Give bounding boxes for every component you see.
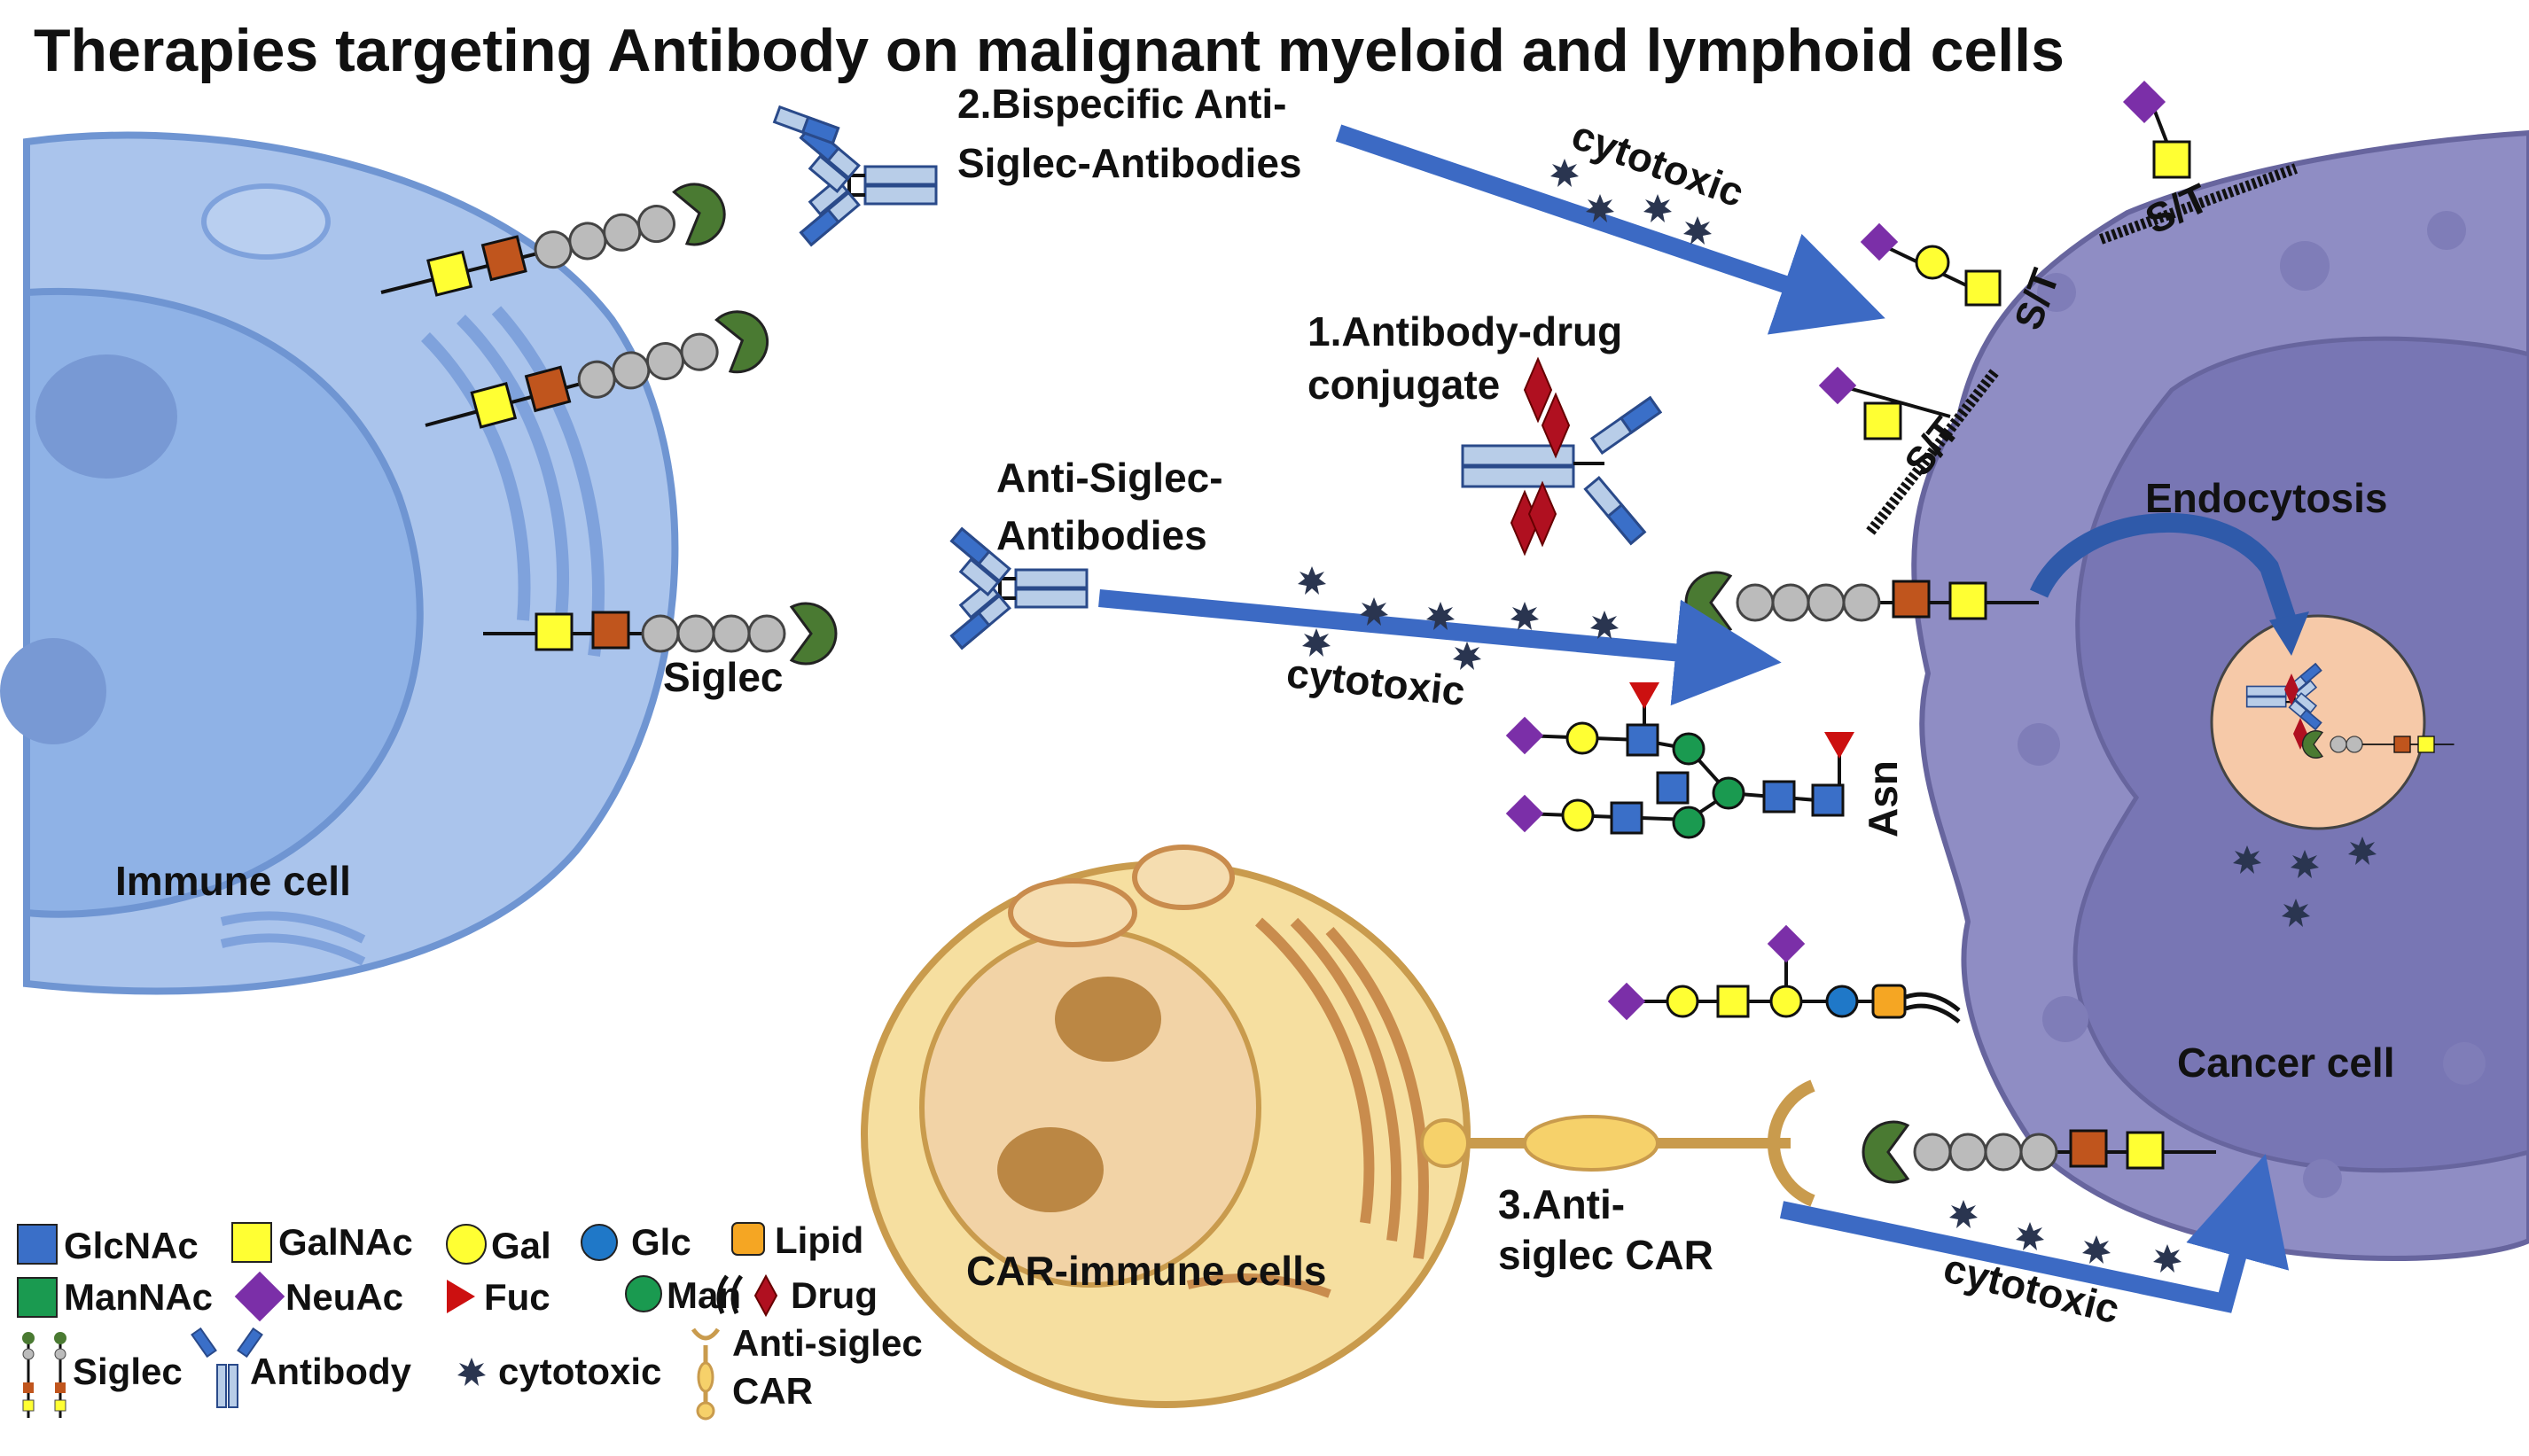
adc-label-line1: 1.Antibody-drug xyxy=(1307,308,1622,354)
cancer-cell-label: Cancer cell xyxy=(2177,1039,2394,1086)
legend-glc-swatch xyxy=(581,1224,618,1261)
legend-neuac-swatch xyxy=(234,1271,285,1322)
immune-cell: Immune cell xyxy=(0,131,679,995)
legend: GlcNAc GalNAc Gal Glc Lipid ManNAc NeuAc… xyxy=(17,1219,923,1421)
endocytosis-arrow xyxy=(2029,512,2297,624)
car-arrow xyxy=(1779,1154,2290,1313)
bispecific-label-line2: Siglec-Antibodies xyxy=(957,140,1301,186)
bispecific-antibody xyxy=(787,123,938,247)
legend-cytotoxic: cytotoxic xyxy=(498,1351,661,1392)
legend-gal-swatch xyxy=(446,1224,487,1265)
siglec-label: Siglec xyxy=(663,654,784,700)
car-cells-label: CAR-immune cells xyxy=(966,1248,1326,1294)
legend-neuac: NeuAc xyxy=(285,1276,403,1318)
legend-fuc-swatch xyxy=(447,1280,475,1313)
car-immune-cell: CAR-immune cells xyxy=(861,845,1471,1408)
legend-car-icon xyxy=(691,1328,721,1421)
legend-lipid-tail-icon xyxy=(716,1274,744,1315)
legend-antibody-icon xyxy=(191,1327,263,1408)
legend-man-swatch xyxy=(625,1275,662,1312)
bispecific-arrow xyxy=(1335,124,1885,335)
legend-galnac-swatch xyxy=(231,1222,272,1263)
adc-label-line2: conjugate xyxy=(1307,362,1500,408)
glycolipid xyxy=(1607,924,1961,1024)
legend-drug: Drug xyxy=(791,1274,878,1316)
legend-lipid: Lipid xyxy=(775,1219,863,1261)
car-label-line2: siglec CAR xyxy=(1498,1232,1713,1278)
anti-siglec-label-line1: Anti-Siglec- xyxy=(996,455,1223,501)
legend-glcnac: GlcNAc xyxy=(64,1225,199,1266)
legend-gal: Gal xyxy=(491,1225,551,1266)
o-glycan-top xyxy=(2098,80,2299,245)
figure-title: Therapies targeting Antibody on malignan… xyxy=(34,17,2065,84)
immune-nucleolus xyxy=(35,354,177,479)
legend-cytotoxic-icon xyxy=(457,1358,486,1386)
legend-siglec: Siglec xyxy=(73,1351,183,1392)
legend-mannac-swatch xyxy=(17,1277,58,1318)
n-glycan xyxy=(1505,682,1854,839)
legend-siglec-icon xyxy=(22,1332,66,1418)
immune-cell-label: Immune cell xyxy=(115,858,351,904)
legend-car-line2: CAR xyxy=(732,1370,813,1412)
anti-siglec-label-line2: Antibodies xyxy=(996,512,1207,558)
legend-drug-swatch xyxy=(753,1273,778,1318)
bispecific-label-line1: 2.Bispecific Anti- xyxy=(957,81,1286,127)
legend-lipid-swatch xyxy=(731,1222,765,1256)
o-glycan-2 xyxy=(1860,222,2002,307)
legend-man: Man xyxy=(667,1274,741,1316)
adc-drug-payload xyxy=(1510,356,1571,557)
legend-glcnac-swatch xyxy=(17,1224,58,1265)
legend-glc: Glc xyxy=(631,1221,691,1263)
legend-fuc: Fuc xyxy=(484,1276,550,1318)
anti-siglec-car xyxy=(1420,1079,1815,1207)
legend-galnac: GalNAc xyxy=(278,1221,413,1263)
endocytosis-arrowhead xyxy=(2269,611,2309,656)
anti-siglec-arrow xyxy=(1098,589,1782,706)
legend-car-line1: Anti-siglec xyxy=(732,1322,923,1364)
cytotoxic-label-middle: cytotoxic xyxy=(1284,650,1467,714)
endocytosis-vesicle xyxy=(2210,614,2455,830)
legend-mannac: ManNAc xyxy=(64,1276,213,1318)
car-label-line1: 3.Anti- xyxy=(1498,1181,1625,1227)
legend-antibody: Antibody xyxy=(250,1351,412,1392)
asn-label: Asn xyxy=(1860,760,1906,837)
adc-antibody xyxy=(1461,395,1663,546)
bispecific-antibody-arm xyxy=(772,105,840,145)
endocytosis-label: Endocytosis xyxy=(2145,475,2388,521)
